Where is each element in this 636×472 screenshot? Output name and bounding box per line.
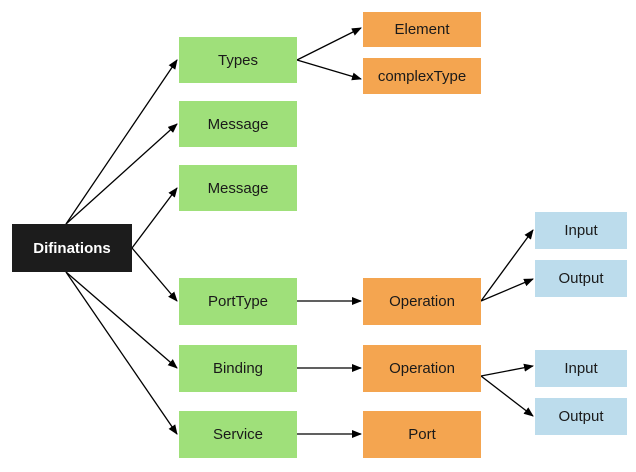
arrow-operation-1-to-input: [480, 229, 534, 302]
arrow-operation-2-to-output: [480, 375, 534, 417]
arrow-operation-1-to-output: [480, 278, 534, 302]
service-node: Service: [179, 411, 297, 458]
output-node-1: Output: [535, 260, 627, 297]
arrow-root-to-binding: [65, 271, 178, 369]
types-label: Types: [217, 51, 259, 69]
arrow-root-to-porttype: [131, 247, 178, 302]
input-label-2: Input: [564, 360, 598, 377]
operation-label-2: Operation: [389, 360, 455, 377]
arrow-root-to-service: [65, 271, 178, 435]
operation-node-1: Operation: [363, 278, 481, 325]
input-node-2: Input: [535, 350, 627, 387]
message-node-2: Message: [179, 165, 297, 211]
element-label: Element: [394, 21, 450, 38]
complextype-node: complexType: [363, 58, 481, 94]
message-label-1: Message: [207, 115, 269, 133]
complextype-label: complexType: [377, 67, 467, 85]
arrow-types-to-complextype: [296, 59, 362, 81]
arrow-operation-2-to-input: [480, 363, 534, 377]
element-node: Element: [363, 12, 481, 47]
porttype-node: PortType: [179, 278, 297, 325]
output-node-2: Output: [535, 398, 627, 435]
arrow-root-to-types: [65, 59, 178, 225]
input-label-1: Input: [564, 222, 598, 239]
binding-label: Binding: [212, 360, 264, 377]
input-node-1: Input: [535, 212, 627, 249]
arrow-types-to-element: [296, 27, 362, 61]
service-label: Service: [212, 426, 264, 443]
definitions-node: Difinations: [12, 224, 132, 272]
port-node: Port: [363, 411, 481, 458]
operation-node-2: Operation: [363, 345, 481, 392]
arrow-root-to-message-2: [131, 187, 178, 249]
binding-node: Binding: [179, 345, 297, 392]
arrow-root-to-message-1: [65, 123, 178, 225]
operation-label-1: Operation: [389, 293, 455, 310]
porttype-label: PortType: [207, 293, 269, 310]
output-label-2: Output: [558, 408, 604, 425]
port-label: Port: [408, 426, 436, 443]
message-node-1: Message: [179, 101, 297, 147]
types-node: Types: [179, 37, 297, 83]
definitions-label: Difinations: [33, 239, 111, 257]
message-label-2: Message: [207, 179, 269, 197]
output-label-1: Output: [558, 270, 604, 287]
